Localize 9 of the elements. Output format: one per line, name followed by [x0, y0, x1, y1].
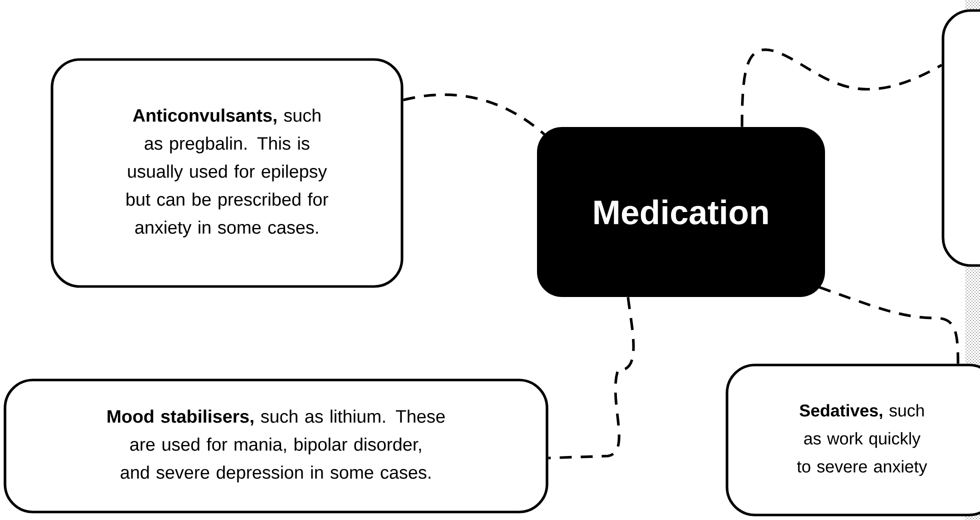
rounded-box: Mood stabilisers, such as lithium. These are used for mania, bipolar disorder, and severe depression in some cases.	[4, 378, 548, 514]
rounded-box	[942, 9, 980, 267]
connector-line	[740, 48, 942, 127]
rounded-box: Sedatives, such as work quickly to severe anxiety	[726, 364, 980, 516]
rounded-box: Anticonvulsants, such as pregbalin. This is usually used for epilepsy but can be prescribed for anxiety in some cases.	[50, 58, 404, 288]
title-box: Medication	[537, 127, 825, 297]
connector-line	[818, 286, 960, 364]
connector-line	[403, 93, 546, 136]
connector-line	[548, 297, 635, 460]
